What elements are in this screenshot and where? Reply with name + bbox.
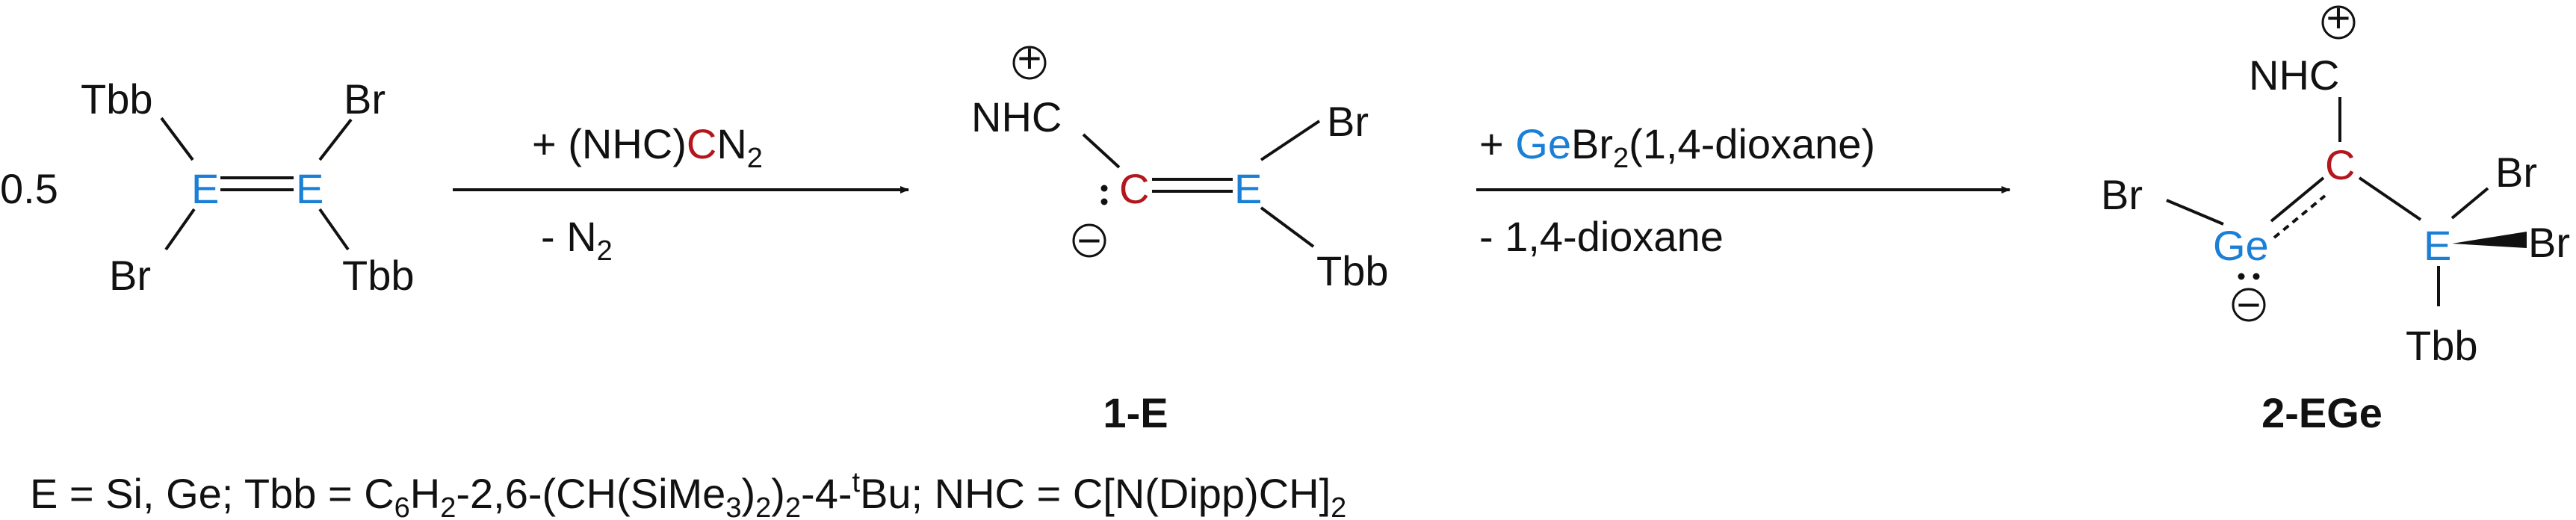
lone-pair-dot-upper: [1100, 185, 1108, 192]
byproduct-n2: - N2: [541, 213, 613, 267]
bond-e-tbb-bottom: [318, 208, 350, 251]
wedge-bond-e-br: [2452, 232, 2527, 248]
bond-e-br-top: [2450, 187, 2489, 220]
germanium-atom: Ge: [2213, 222, 2269, 269]
ge-lone-pair-dot-right: [2253, 273, 2260, 280]
bond-e-tbb: [1260, 206, 1315, 248]
reagent-nhc-cn2: + (NHC)CN2: [532, 120, 763, 174]
br-substituent-top: Br: [2495, 149, 2537, 196]
starting-material: 0.5 Tbb Br Br Tbb E E: [0, 75, 415, 299]
ge-lone-pair-dot-left: [2238, 273, 2245, 280]
bond-c-e: [2358, 176, 2422, 221]
bond-tbb-e: [160, 117, 194, 161]
central-carbon: C: [2325, 141, 2355, 188]
bond-ge-c: [2270, 176, 2325, 223]
bond-e-br: [1260, 120, 1321, 161]
positive-charge-circle: [1012, 46, 1047, 80]
negative-charge: −: [1077, 217, 1102, 264]
nhc-group: NHC: [971, 93, 1062, 140]
br-substituent-bottom-left: Br: [109, 252, 151, 299]
positive-charge-circle: [2321, 5, 2356, 40]
stoichiometric-coefficient: 0.5: [0, 165, 58, 212]
tbb-substituent: Tbb: [1316, 247, 1389, 294]
bond-br-ge: [2166, 199, 2224, 226]
br-substituent-left: Br: [2101, 171, 2143, 218]
br-substituent: Br: [1327, 98, 1369, 145]
footnote-definitions: E = Si, Ge; Tbb = C6H2-2,6-(CH(SiMe3)2)2…: [30, 467, 1346, 520]
compound-label-2ege: 2-EGe: [2261, 389, 2383, 436]
carbanion-carbon: C: [1119, 165, 1149, 212]
tbb-substituent-top-left: Tbb: [81, 75, 153, 123]
bond-ge-c-delocalized: [2273, 194, 2326, 239]
bond-e-br-bottom: [164, 208, 196, 251]
negative-charge-circle: [1072, 223, 1106, 258]
negative-charge: −: [2237, 281, 2261, 328]
element-atom: E: [1234, 165, 1262, 212]
positive-charge: +: [1018, 34, 1042, 81]
product-1e: + NHC C − E Br Tbb 1-E: [971, 34, 1389, 436]
reaction-arrow-2: + GeBr2(1,4-dioxane) - 1,4-dioxane: [1476, 120, 2010, 260]
bond-nhc-c: [1082, 133, 1121, 169]
br-substituent-wedge: Br: [2528, 219, 2570, 266]
reaction-arrow-1: + (NHC)CN2 - N2: [453, 120, 909, 267]
element-atom-left: E: [191, 165, 219, 212]
bond-e-br: [318, 118, 353, 161]
lone-pair-dot-lower: [1100, 198, 1108, 205]
compound-label-1e: 1-E: [1103, 389, 1168, 436]
byproduct-dioxane: - 1,4-dioxane: [1479, 213, 1724, 260]
br-substituent-top-right: Br: [344, 75, 386, 123]
element-atom: E: [2424, 222, 2451, 269]
tbb-substituent: Tbb: [2406, 322, 2478, 369]
product-2ege: + NHC C Br Ge − E Br Br Tbb 2-EGe: [2101, 0, 2570, 436]
tbb-substituent-bottom-right: Tbb: [342, 252, 415, 299]
positive-charge: +: [2326, 0, 2351, 41]
reagent-gebr2: + GeBr2(1,4-dioxane): [1479, 120, 1875, 174]
nhc-group: NHC: [2249, 52, 2339, 99]
element-atom-right: E: [296, 165, 323, 212]
negative-charge-circle: [2232, 288, 2266, 322]
